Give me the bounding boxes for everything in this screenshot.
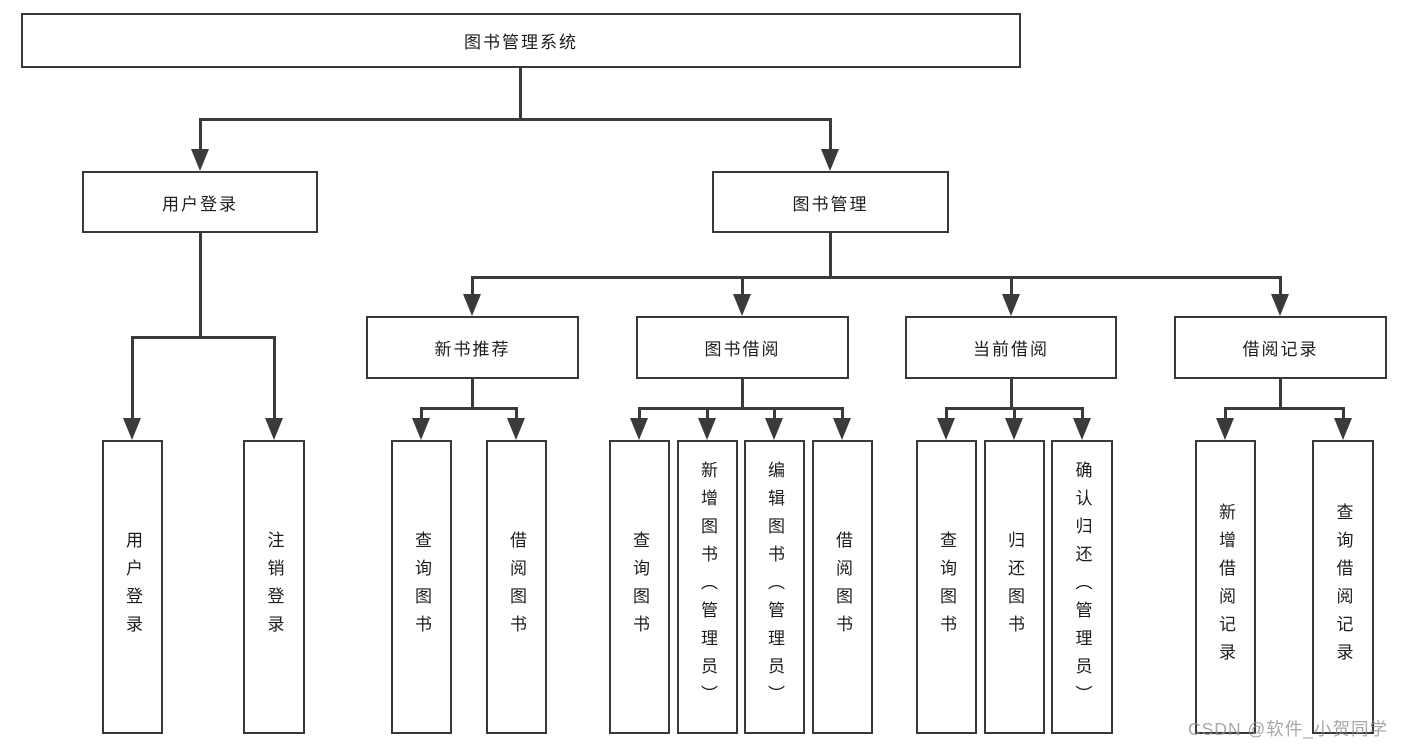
arrow-down-icon	[1073, 418, 1091, 440]
connector-line	[1224, 407, 1345, 410]
connector-line	[199, 118, 202, 153]
arrow-down-icon	[833, 418, 851, 440]
arrow-down-icon	[265, 418, 283, 440]
leaf-add-borrow-record: 新增借阅记录	[1195, 440, 1256, 734]
connector-line	[1279, 276, 1282, 298]
arrow-down-icon	[1005, 418, 1023, 440]
node-book-borrow: 图书借阅	[636, 316, 849, 379]
node-current-borrow-label: 当前借阅	[973, 340, 1049, 359]
arrow-down-icon	[765, 418, 783, 440]
arrow-down-icon	[1216, 418, 1234, 440]
leaf-add-book-admin-label: 新增图书（管理员）	[698, 461, 717, 713]
leaf-query-book-borrow: 查询图书	[609, 440, 670, 734]
node-root: 图书管理系统	[21, 13, 1021, 68]
node-book-management-label: 图书管理	[792, 194, 869, 214]
leaf-add-borrow-record-label: 新增借阅记录	[1216, 503, 1235, 671]
leaf-edit-book-admin: 编辑图书（管理员）	[744, 440, 805, 734]
leaf-confirm-return-admin-label: 确认归还（管理员）	[1072, 461, 1092, 713]
node-book-borrow-label: 图书借阅	[704, 340, 781, 359]
csdn-watermark: CSDN @软件_小贺同学	[1188, 719, 1388, 739]
leaf-borrow-book-recommend-label: 借阅图书	[507, 531, 526, 643]
arrow-down-icon	[463, 294, 481, 316]
arrow-down-icon	[630, 418, 648, 440]
leaf-query-book-current-label: 查询图书	[937, 531, 956, 643]
arrow-down-icon	[412, 418, 430, 440]
connector-line	[829, 118, 832, 153]
leaf-query-book-borrow-label: 查询图书	[630, 531, 649, 643]
leaf-user-login: 用户登录	[102, 440, 163, 734]
arrow-down-icon	[1271, 294, 1289, 316]
connector-line	[1224, 407, 1227, 421]
connector-line	[829, 233, 832, 279]
node-book-management: 图书管理	[712, 171, 949, 233]
connector-line	[1081, 407, 1084, 421]
node-new-book-recommend: 新书推荐	[366, 316, 579, 379]
connector-line	[471, 276, 474, 298]
leaf-logout: 注销登录	[243, 440, 305, 734]
connector-line	[1279, 379, 1282, 410]
arrow-down-icon	[191, 149, 209, 171]
connector-line	[741, 379, 744, 410]
arrow-down-icon	[1002, 294, 1020, 316]
node-new-book-recommend-label: 新书推荐	[434, 340, 511, 359]
arrow-down-icon	[698, 418, 716, 440]
node-root-label: 图书管理系统	[464, 33, 578, 52]
connector-line	[471, 276, 1282, 279]
node-borrow-records: 借阅记录	[1174, 316, 1387, 379]
connector-line	[519, 68, 522, 121]
connector-line	[1013, 407, 1016, 421]
connector-line	[741, 276, 744, 298]
connector-line	[131, 336, 134, 422]
node-user-login: 用户登录	[82, 171, 318, 233]
leaf-confirm-return-admin: 确认归还（管理员）	[1051, 440, 1113, 734]
connector-line	[199, 118, 832, 121]
leaf-query-borrow-record-label: 查询借阅记录	[1333, 503, 1353, 671]
connector-line	[638, 407, 641, 421]
connector-line	[199, 233, 202, 339]
leaf-query-borrow-record: 查询借阅记录	[1312, 440, 1374, 734]
leaf-return-book: 归还图书	[984, 440, 1045, 734]
connector-line	[1342, 407, 1345, 421]
leaf-user-login-label: 用户登录	[123, 531, 142, 643]
leaf-query-book-recommend-label: 查询图书	[412, 531, 431, 643]
connector-line	[1010, 379, 1013, 410]
node-borrow-records-label: 借阅记录	[1242, 340, 1319, 359]
connector-line	[773, 407, 776, 421]
arrow-down-icon	[1334, 418, 1352, 440]
arrow-down-icon	[733, 294, 751, 316]
connector-line	[706, 407, 709, 421]
arrow-down-icon	[507, 418, 525, 440]
node-user-login-label: 用户登录	[162, 194, 238, 214]
arrow-down-icon	[123, 418, 141, 440]
connector-line	[638, 407, 844, 410]
arrow-down-icon	[937, 418, 955, 440]
connector-line	[471, 379, 474, 410]
arrow-down-icon	[821, 149, 839, 171]
leaf-query-book-current: 查询图书	[916, 440, 977, 734]
connector-line	[420, 407, 518, 410]
leaf-borrow-book-recommend: 借阅图书	[486, 440, 547, 734]
leaf-return-book-label: 归还图书	[1005, 531, 1024, 643]
connector-line	[420, 407, 423, 421]
leaf-borrow-book: 借阅图书	[812, 440, 873, 734]
leaf-borrow-book-label: 借阅图书	[833, 531, 852, 643]
connector-line	[515, 407, 518, 421]
leaf-add-book-admin: 新增图书（管理员）	[677, 440, 738, 734]
connector-line	[273, 336, 276, 422]
leaf-query-book-recommend: 查询图书	[391, 440, 452, 734]
connector-line	[945, 407, 948, 421]
leaf-logout-label: 注销登录	[264, 531, 284, 643]
connector-line	[1010, 276, 1013, 298]
connector-line	[841, 407, 844, 421]
connector-line	[131, 336, 276, 339]
node-current-borrow: 当前借阅	[905, 316, 1117, 379]
leaf-edit-book-admin-label: 编辑图书（管理员）	[765, 461, 784, 713]
